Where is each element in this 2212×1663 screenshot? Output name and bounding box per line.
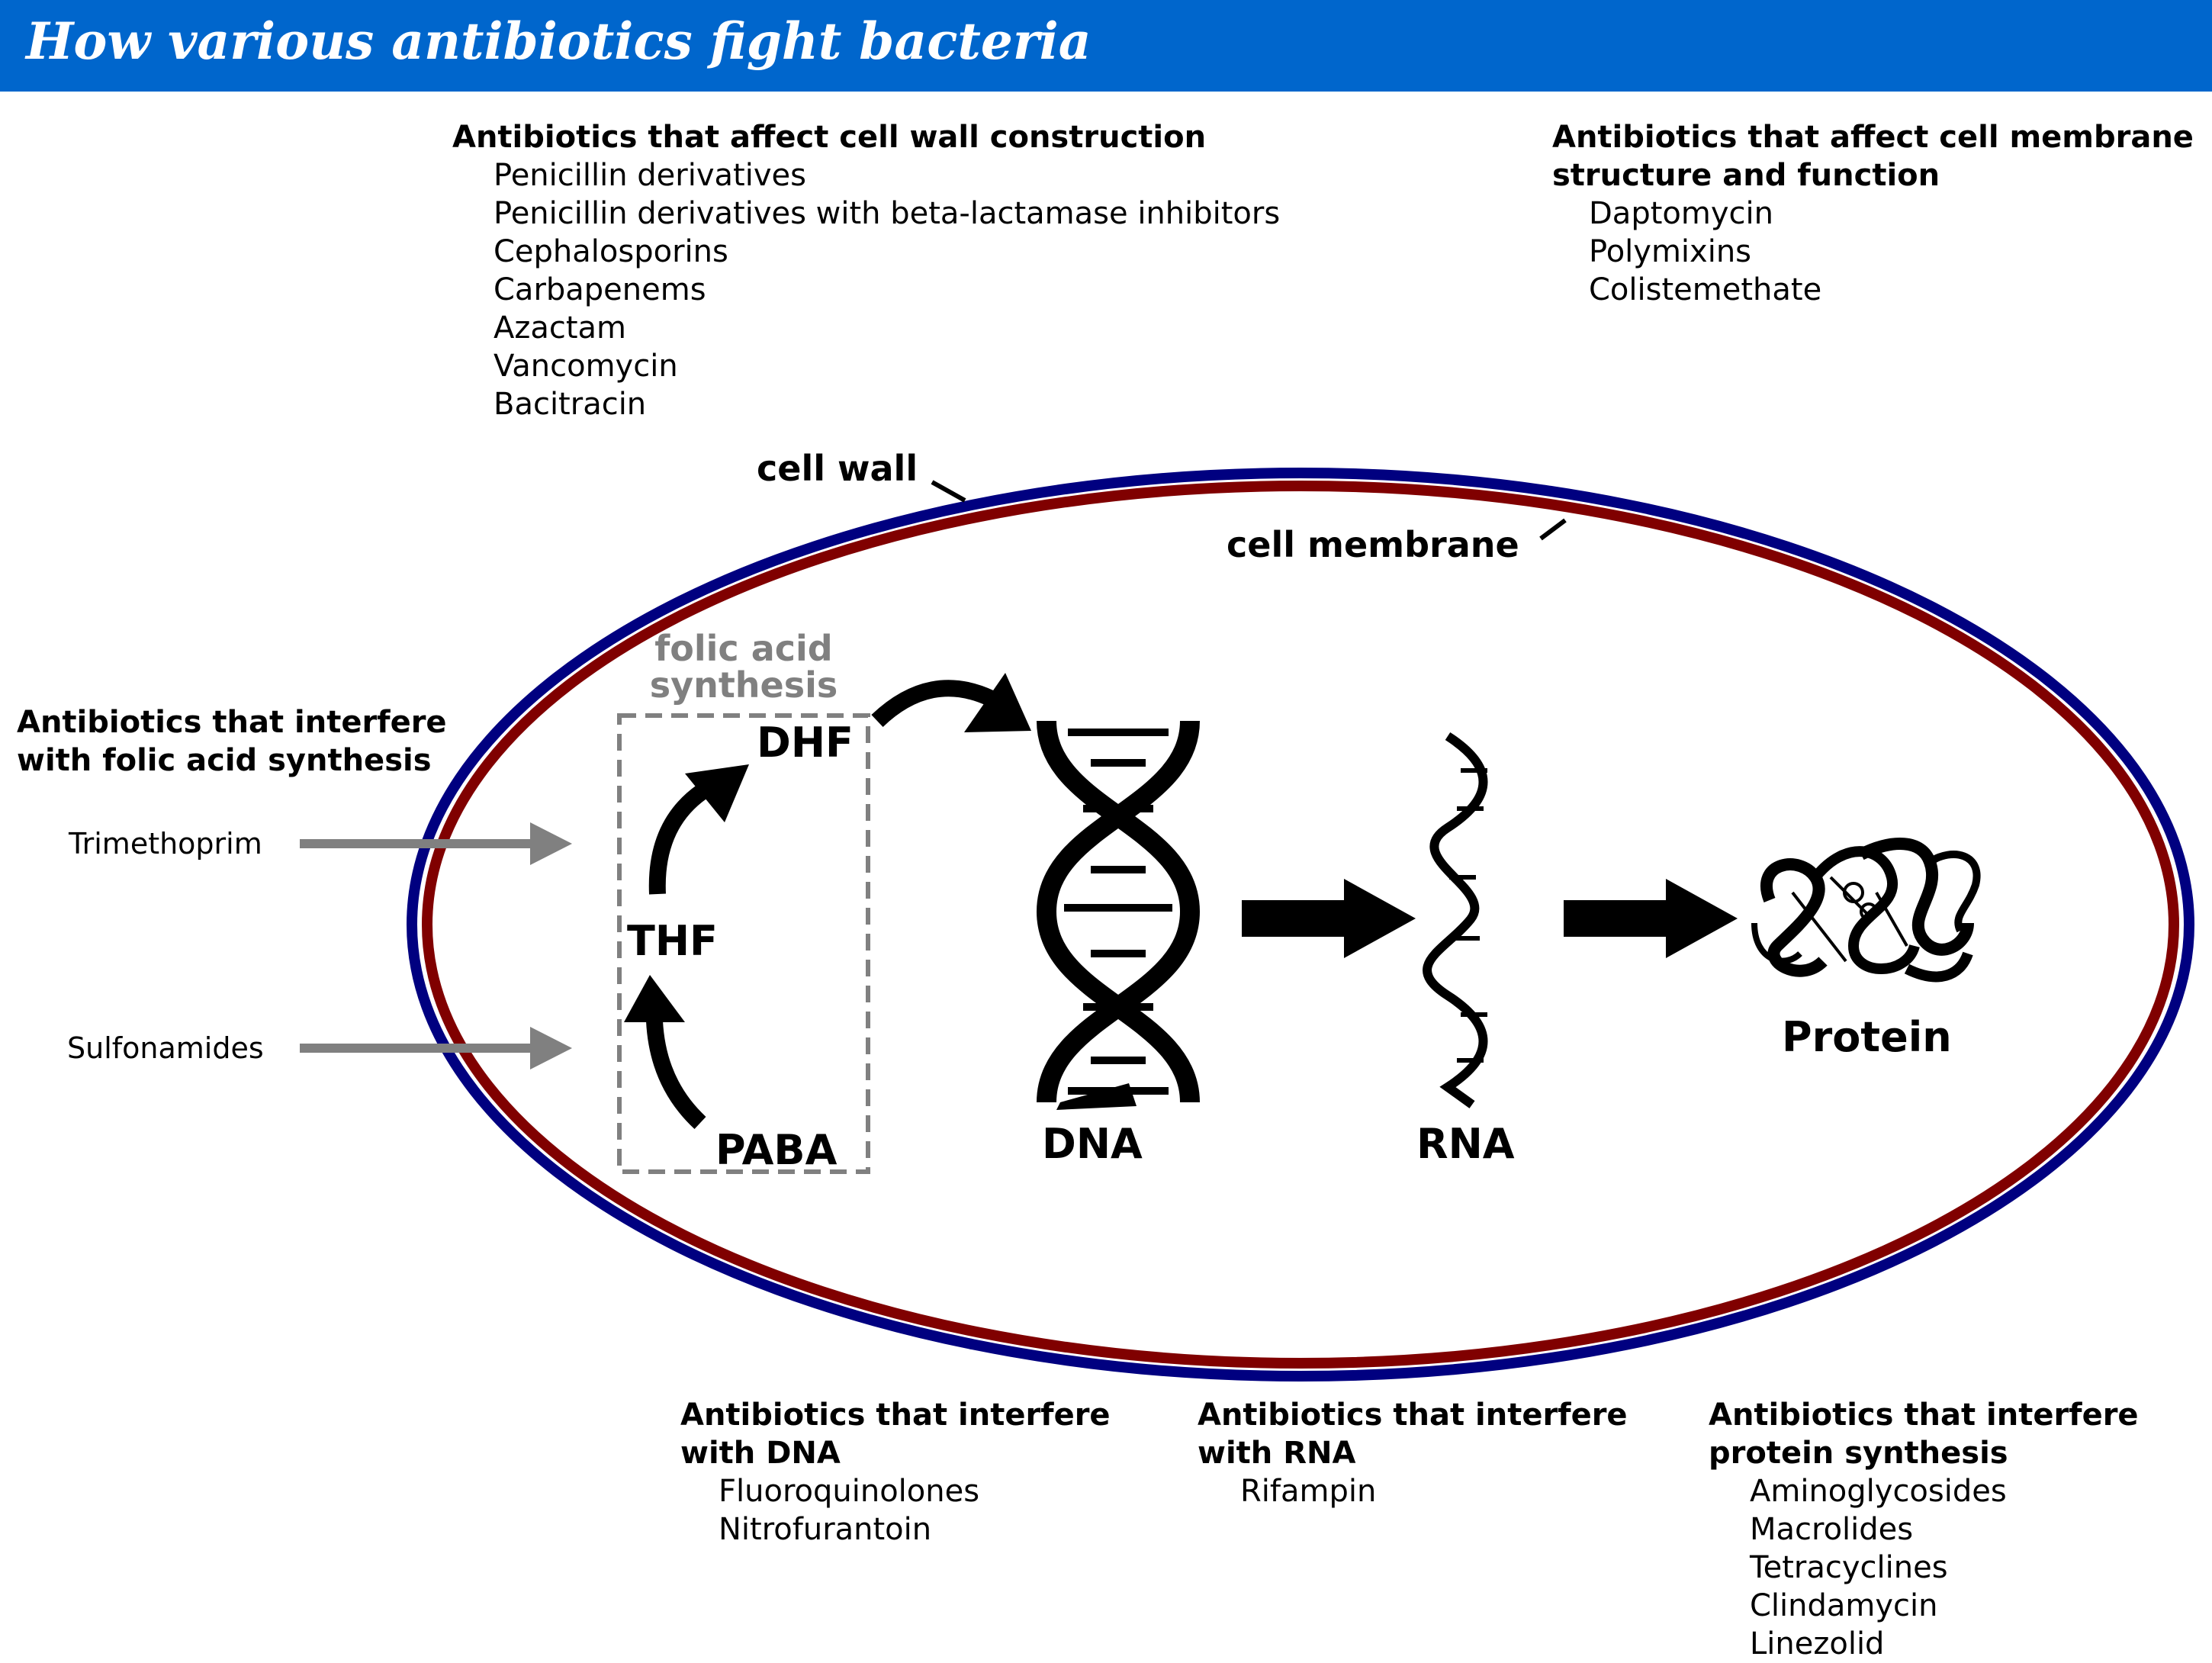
dna-label: DNA [1042, 1120, 1143, 1168]
dna-double-helix-icon [1036, 720, 1201, 1110]
folic-acid-label-line2: synthesis [650, 664, 838, 706]
list-item: Colistemethate [1589, 272, 1822, 307]
title-banner: How various antibiotics fight bacteria [0, 0, 2212, 92]
cell-wall-label: cell wall [757, 448, 918, 489]
list-item: Rifampin [1240, 1474, 1377, 1509]
cell-membrane-label: cell membrane [1227, 524, 1519, 565]
list-item: Linezolid [1750, 1626, 1885, 1661]
cell-membrane-antibiotics-group: Antibiotics that affect cell membrane st… [1552, 118, 2194, 309]
group-heading: Antibiotics that interfere with DNA [680, 1398, 1111, 1471]
rna-strand-icon [1423, 732, 1488, 1108]
antibiotic-list: Fluoroquinolones Nitrofurantoin [680, 1472, 1111, 1549]
page-title: How various antibiotics fight bacteria [26, 11, 1092, 71]
thf-label: THF [627, 917, 718, 965]
cell-wall-outline [407, 468, 2194, 1382]
antibiotic-list: Aminoglycosides Macrolides Tetracyclines… [1709, 1472, 2139, 1663]
folic-acid-antibiotics-group: Antibiotics that interfere with folic ac… [17, 703, 447, 780]
dna-antibiotics-group: Antibiotics that interfere with DNA Fluo… [680, 1396, 1111, 1549]
list-item: Macrolides [1750, 1512, 1914, 1547]
rna-label: RNA [1416, 1120, 1515, 1168]
list-item: Polymixins [1589, 234, 1752, 269]
list-item: Daptomycin [1589, 196, 1773, 231]
cell-membrane-outline [422, 481, 2179, 1369]
list-item: Aminoglycosides [1750, 1474, 2007, 1509]
antibiotic-list: Daptomycin Polymixins Colistemethate [1552, 195, 2194, 309]
paba-to-thf-arrow [624, 975, 706, 1130]
dhf-to-dna-arrow [871, 673, 1031, 732]
list-item: Nitrofurantoin [719, 1512, 932, 1547]
protein-antibiotics-group: Antibiotics that interfere protein synth… [1709, 1396, 2139, 1663]
protein-ribbon-icon [1751, 838, 1981, 983]
list-item: Tetracyclines [1750, 1550, 1948, 1585]
rna-to-protein-arrow [1564, 879, 1738, 958]
list-item: Clindamycin [1750, 1588, 1938, 1623]
group-heading: Antibiotics that affect cell wall constr… [452, 120, 1207, 155]
group-heading: Antibiotics that affect cell membrane st… [1552, 120, 2194, 193]
cell-wall-antibiotics-group: Antibiotics that affect cell wall constr… [452, 118, 1280, 423]
protein-label: Protein [1782, 1013, 1952, 1061]
trimethoprim-label: Trimethoprim [69, 827, 262, 860]
list-item: Vancomycin [494, 349, 678, 384]
group-heading: Antibiotics that interfere protein synth… [1709, 1398, 2139, 1471]
paba-label: PABA [715, 1126, 838, 1174]
list-item: Bacitracin [494, 387, 647, 422]
antibiotic-list: Rifampin [1198, 1472, 1628, 1510]
cell-wall-leader [931, 480, 966, 503]
dhf-label: DHF [757, 719, 854, 767]
cell-membrane-leader [1539, 518, 1567, 541]
thf-to-dhf-arrow [648, 764, 749, 895]
folic-acid-box [617, 713, 870, 1174]
dna-to-rna-arrow [1242, 879, 1416, 958]
list-item: Fluoroquinolones [719, 1474, 980, 1509]
list-item: Carbapenems [494, 272, 706, 307]
list-item: Penicillin derivatives with beta-lactama… [494, 196, 1281, 231]
folic-acid-label-line1: folic acid [654, 628, 832, 669]
list-item: Cephalosporins [494, 234, 728, 269]
list-item: Penicillin derivatives [494, 158, 806, 193]
antibiotic-list: Penicillin derivatives Penicillin deriva… [452, 156, 1280, 423]
sulfonamides-arrow-head [530, 1027, 572, 1070]
trimethoprim-arrow-head [530, 822, 572, 865]
group-heading: Antibiotics that interfere with RNA [1198, 1398, 1628, 1471]
rna-antibiotics-group: Antibiotics that interfere with RNA Rifa… [1198, 1396, 1628, 1510]
list-item: Azactam [494, 310, 627, 346]
sulfonamides-label: Sulfonamides [67, 1031, 264, 1065]
group-heading: Antibiotics that interfere with folic ac… [17, 705, 447, 778]
